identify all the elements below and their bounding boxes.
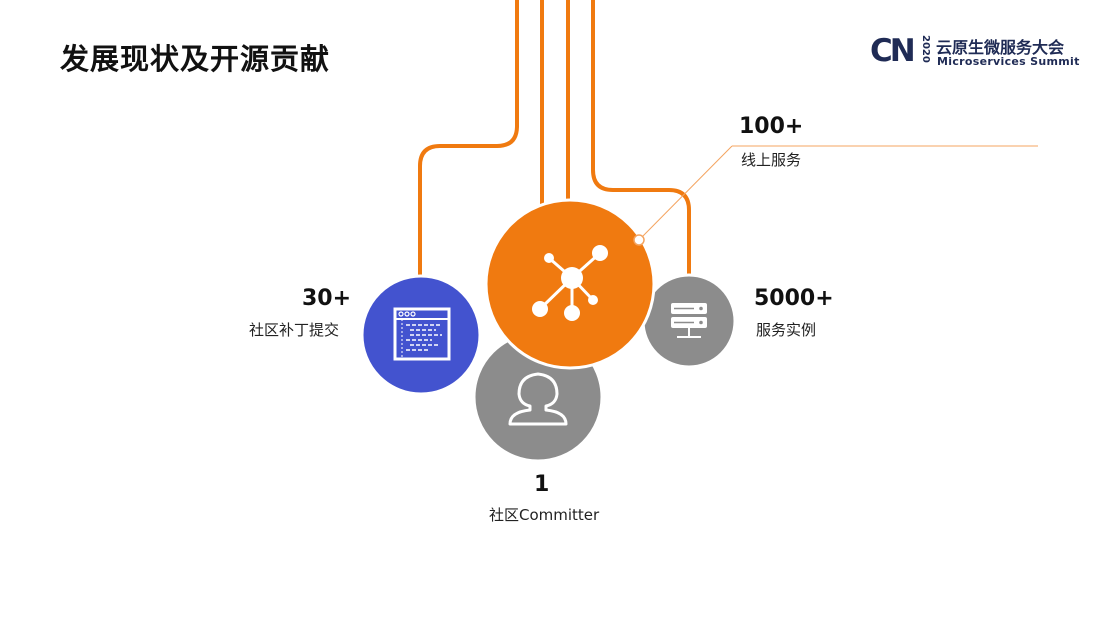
committer-label: 社区Committer bbox=[489, 506, 600, 524]
server-icon bbox=[671, 303, 707, 338]
online-services-value: 100+ bbox=[739, 114, 804, 139]
connector-line-instances bbox=[591, 0, 691, 284]
online-services-label: 线上服务 bbox=[741, 151, 802, 169]
logo-mark: CN bbox=[870, 33, 916, 69]
instances-value: 5000+ bbox=[754, 286, 834, 311]
instances-label: 服务实例 bbox=[756, 321, 817, 339]
connector-line-patches bbox=[418, 0, 519, 284]
logo-name-en: Microservices Summit bbox=[937, 55, 1080, 68]
callout-line bbox=[638, 145, 733, 241]
logo-name-cn: 云原生微服务大会 bbox=[936, 38, 1065, 57]
code-window-icon bbox=[393, 307, 451, 361]
patches-circle bbox=[360, 274, 482, 396]
user-icon bbox=[508, 372, 568, 426]
network-icon bbox=[532, 245, 608, 321]
patches-value: 30+ bbox=[302, 286, 352, 311]
callout-dot bbox=[633, 234, 645, 246]
connector-lines bbox=[418, 0, 691, 284]
committer-value: 1 bbox=[534, 472, 550, 497]
patches-label: 社区补丁提交 bbox=[249, 321, 340, 339]
logo-year: 2020 bbox=[920, 35, 931, 63]
slide-title: 发展现状及开源贡献 bbox=[60, 42, 331, 76]
conference-logo: CN 2020 云原生微服务大会 Microservices Summit bbox=[870, 32, 1079, 72]
